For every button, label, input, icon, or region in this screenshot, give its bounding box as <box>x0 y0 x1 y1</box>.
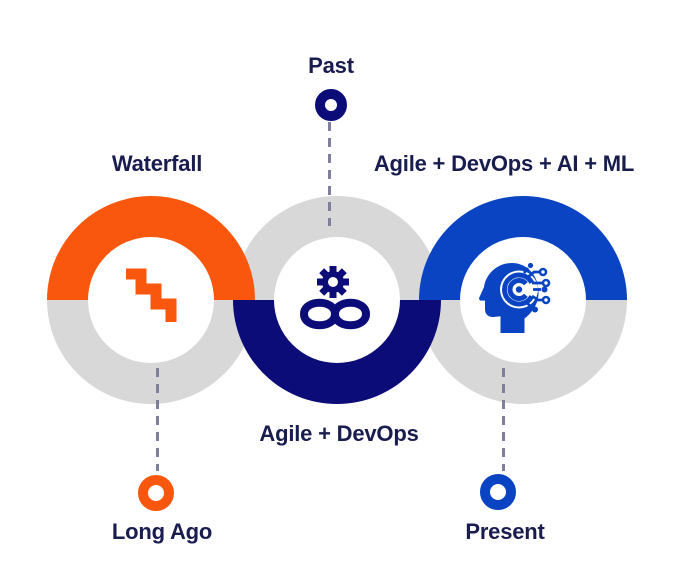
stage-label-agile-devops-ai-ml: Agile + DevOps + AI + ML <box>373 151 635 176</box>
era-label-past: Past <box>308 53 354 78</box>
stairs-icon <box>122 265 184 332</box>
stage-label-waterfall: Waterfall <box>111 151 203 176</box>
long-ago-marker-dot <box>138 475 174 511</box>
ai-head-circuit-icon <box>478 261 558 344</box>
past-connector-dashed-line <box>328 122 331 226</box>
stage-label-agile-devops: Agile + DevOps <box>259 421 419 446</box>
devops-infinity-gear-icon <box>293 262 377 345</box>
long-ago-connector-dashed-line <box>156 368 159 471</box>
past-marker-dot <box>315 89 347 121</box>
present-connector-dashed-line <box>502 368 505 471</box>
era-label-long-ago: Long Ago <box>111 519 213 544</box>
agile-devops-inner-disc <box>274 237 400 363</box>
era-label-present: Present <box>465 519 545 544</box>
present-marker-dot <box>480 474 516 510</box>
